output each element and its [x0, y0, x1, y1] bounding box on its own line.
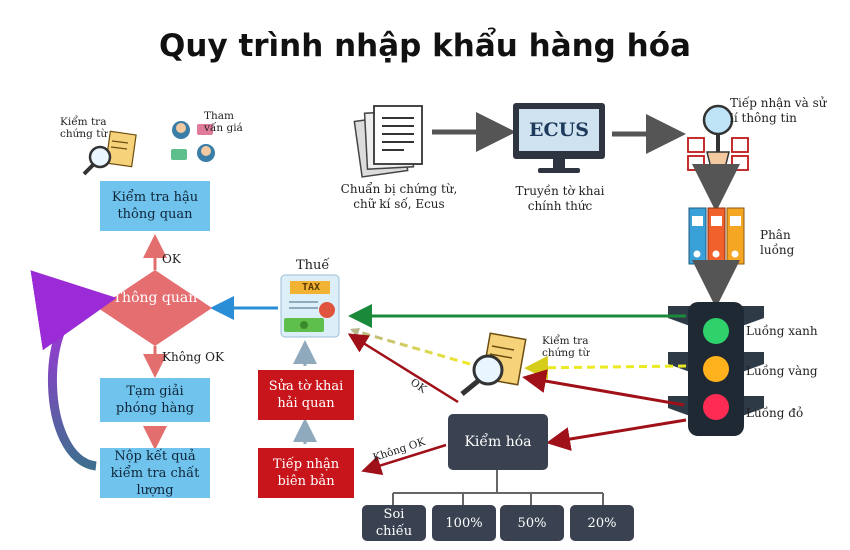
scan-box[interactable]: Soi chiếu — [362, 505, 426, 541]
ecus-monitor-icon — [513, 103, 605, 173]
label-ok-top: OK — [162, 252, 181, 266]
doc-check-top-icon — [82, 130, 137, 176]
label-classification: Phân luồng — [760, 228, 795, 257]
arrow-not-ok-to-record — [361, 443, 447, 476]
label-green-lane: Luồng xanh — [746, 324, 818, 338]
page-title: Quy trình nhập khẩu hàng hóa — [159, 28, 691, 64]
arrow-loop-to-clearance — [30, 270, 117, 471]
arrow-doc-check-to-tax — [351, 328, 471, 366]
label-prepare-docs: Chuẩn bị chứng từ, chữ kí số, Ecus — [340, 182, 458, 211]
ecus-label: ECUS — [529, 119, 589, 141]
traffic-light-icon — [668, 302, 764, 436]
post-clearance-check-box[interactable]: Kiểm tra hậu thông quan — [100, 181, 210, 231]
inspect-50-box[interactable]: 50% — [500, 505, 564, 541]
documents-icon — [353, 105, 423, 178]
label-submit-declaration: Truyền tờ khai chính thức — [515, 184, 605, 213]
label-price-consult: Tham vấn giá — [204, 110, 243, 134]
yellow-light — [703, 356, 729, 382]
doc-check-magnifier-icon — [460, 332, 527, 396]
arrow-yellow-to-doc-check — [524, 355, 687, 380]
inspection-box[interactable]: Kiểm hóa — [448, 414, 548, 470]
label-doc-check-mid: Kiểm tra chứng từ — [542, 335, 590, 359]
label-yellow-lane: Luồng vàng — [746, 364, 818, 378]
price-consult-icon — [171, 121, 215, 162]
arrow-red-to-doc-check — [522, 369, 685, 407]
label-doc-check-top: Kiểm tra chứng từ — [60, 116, 108, 140]
green-light — [703, 318, 729, 344]
clearance-label[interactable]: Thông quan — [112, 290, 198, 306]
processing-magnifier-icon — [687, 104, 749, 173]
amend-declaration-box[interactable]: Sửa tờ khai hải quan — [258, 370, 354, 420]
label-receive-process: Tiếp nhận và sử lí thông tin — [730, 96, 827, 125]
inspect-20-box[interactable]: 20% — [570, 505, 634, 541]
arrow-red-to-inspection — [546, 418, 687, 451]
clearance-diamond — [98, 270, 212, 346]
submit-quality-result-box[interactable]: Nộp kết quả kiểm tra chất lượng — [100, 448, 210, 498]
inspect-100-box[interactable]: 100% — [432, 505, 496, 541]
temporary-release-box[interactable]: Tạm giải phóng hàng — [100, 378, 210, 422]
receive-record-box[interactable]: Tiếp nhận biên bản — [258, 448, 354, 498]
label-not-ok-left: Không OK — [162, 350, 224, 364]
inspection-connectors — [392, 470, 604, 505]
label-red-lane: Luồng đỏ — [746, 406, 804, 420]
arrow-ok-to-tax — [347, 333, 459, 404]
tax-icon-text: TAX — [301, 282, 321, 293]
label-tax: Thuế — [296, 258, 330, 273]
tax-icon — [280, 274, 340, 338]
red-light — [703, 394, 729, 420]
binders-icon — [688, 207, 745, 265]
